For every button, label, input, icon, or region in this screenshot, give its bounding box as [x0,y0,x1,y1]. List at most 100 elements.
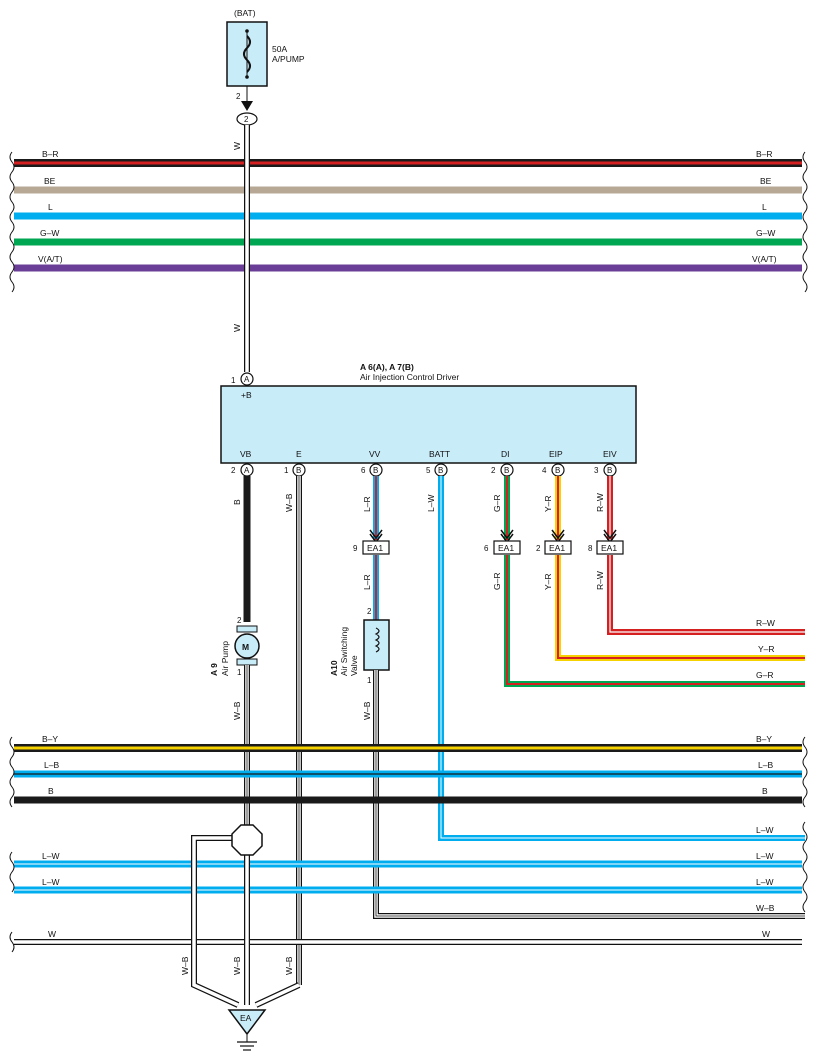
chevron-down-icon [551,529,565,540]
ecu-pin-terminals [240,463,617,477]
wire-label: W [232,324,242,332]
ecu-pin-name: EIV [603,449,617,459]
pump-id: A 9 [209,663,219,676]
wire-label: W [232,142,242,150]
wire-label: G–R [492,495,502,512]
wire-vb: B [232,476,251,622]
bus-label-left: B–Y [42,734,58,744]
ecu-id: A 6(A), A 7(B) [360,362,414,372]
bus-label-right: L [762,202,767,212]
connector-pin: 6 [484,544,489,553]
valve-id: A10 [329,660,339,676]
connector-ea1-9: EA1 9 [353,529,390,555]
ecu-pin-name: BATT [429,449,450,459]
bus-label-right: L–B [758,760,773,770]
air-switching-valve: 2 1 A10 Air Switching Valve [329,607,390,685]
bus-label-left: L–W [42,877,59,887]
wire-batt: L–W [426,476,805,841]
valve-name-1: Air Switching [339,627,349,676]
bus-label-right: L–W [756,877,773,887]
valve-name-2: Valve [349,655,359,676]
pump-pin-out: 1 [237,668,242,677]
wire-label: G–R [492,573,502,590]
air-pump-motor: 2 M 1 A 9 Air Pump [209,616,260,677]
ecu-pin-top-num: 1 [231,376,236,385]
wire-label: W–B [362,701,372,720]
ecu-name: Air Injection Control Driver [360,372,459,382]
wire-label: W–B [284,956,294,975]
connector-pin: 9 [353,544,358,553]
ecu-pin-name: E [296,449,302,459]
bus-label-left: W [48,929,56,939]
wire-eiv: R–W R–W [595,476,805,635]
wire-label: Y–R [543,495,553,512]
connector-label: EA1 [549,543,565,553]
break-marks-bottom [9,736,808,953]
pump-name: Air Pump [220,641,230,676]
ecu-pin-name: EIP [549,449,563,459]
wire-label: Y–R [543,573,553,590]
ecu-pin-conn: B [296,466,301,475]
bus-label-right: G–W [756,228,775,238]
bus-label-right: L–W [756,851,773,861]
connector-label: EA1 [367,543,383,553]
connector-ea1-2: EA1 2 [536,529,572,555]
output-label: G–R [756,670,773,680]
fuse-name: A/PUMP [272,54,305,64]
bottom-bus-lb: L–B L–B [14,760,802,778]
ecu-box [220,385,637,464]
connector-arrow-icon [241,101,253,111]
wire-label: W–B [180,956,190,975]
bus-label-right: B–Y [756,734,772,744]
wire-fuse-ecu: W W [232,125,250,372]
ecu-pin-num: 5 [426,466,431,475]
motor-icon [234,633,260,659]
bus-label-left: BE [44,176,56,186]
bottom-bus-lw-1: L–W L–W [14,851,802,868]
ecu-pin-conn: B [438,466,443,475]
bus-label-right: L–W [756,825,773,835]
pump-pin-in: 2 [237,616,242,625]
break-marks-top [9,151,808,293]
ecu-pin-num: 2 [491,466,496,475]
bus-label-right: BE [760,176,772,186]
wire-e: W–B [284,476,302,985]
ecu-pin-num: 2 [231,466,236,475]
bus-label-left: L–B [44,760,59,770]
bus-label-left: G–W [40,228,59,238]
ecu-pin-name: VV [369,449,381,459]
ecu-pin-num: 6 [361,466,366,475]
top-bus-br: B–R B–R [14,149,802,167]
ground-label: EA [240,1013,252,1023]
top-bus-v: V(A/T) V(A/T) [14,254,802,272]
ecu-pin-name: VB [240,449,252,459]
ground-wiring: W–B W–B W–B [180,824,301,1008]
valve-pin-in: 2 [367,607,372,616]
bottom-bus-by: B–Y B–Y [14,734,802,752]
motor-symbol: M [242,642,249,652]
connector-pin: 2 [536,544,541,553]
ecu-pin-name: DI [501,449,510,459]
bus-label-right: B [762,786,768,796]
bottom-bus-b: B B [14,786,802,804]
bottom-bus-lw-2: L–W L–W [14,877,802,894]
ground-point-ea: EA [227,1009,267,1051]
ecu-pin-conn: B [607,466,612,475]
ecu-pin-conn: B [504,466,509,475]
top-bus-be: BE BE [14,176,802,194]
wire-label: L–R [362,574,372,590]
chevron-down-icon [603,529,617,540]
bus-label-left: L [48,202,53,212]
bottom-bus-w: W W [14,929,802,945]
wire-label: B [232,499,242,505]
wire-label: W–B [284,493,294,512]
wire-eip: Y–R Y–R [543,476,805,661]
ecu-pin-num: 3 [594,466,599,475]
ecu-pin-conn: B [555,466,560,475]
top-bus-gw: G–W G–W [14,228,802,246]
wire-valve-out: W–B [362,670,805,919]
bus-label-left: V(A/T) [38,254,63,264]
wire-label: L–R [362,496,372,512]
fuse-pin: 2 [236,92,241,101]
